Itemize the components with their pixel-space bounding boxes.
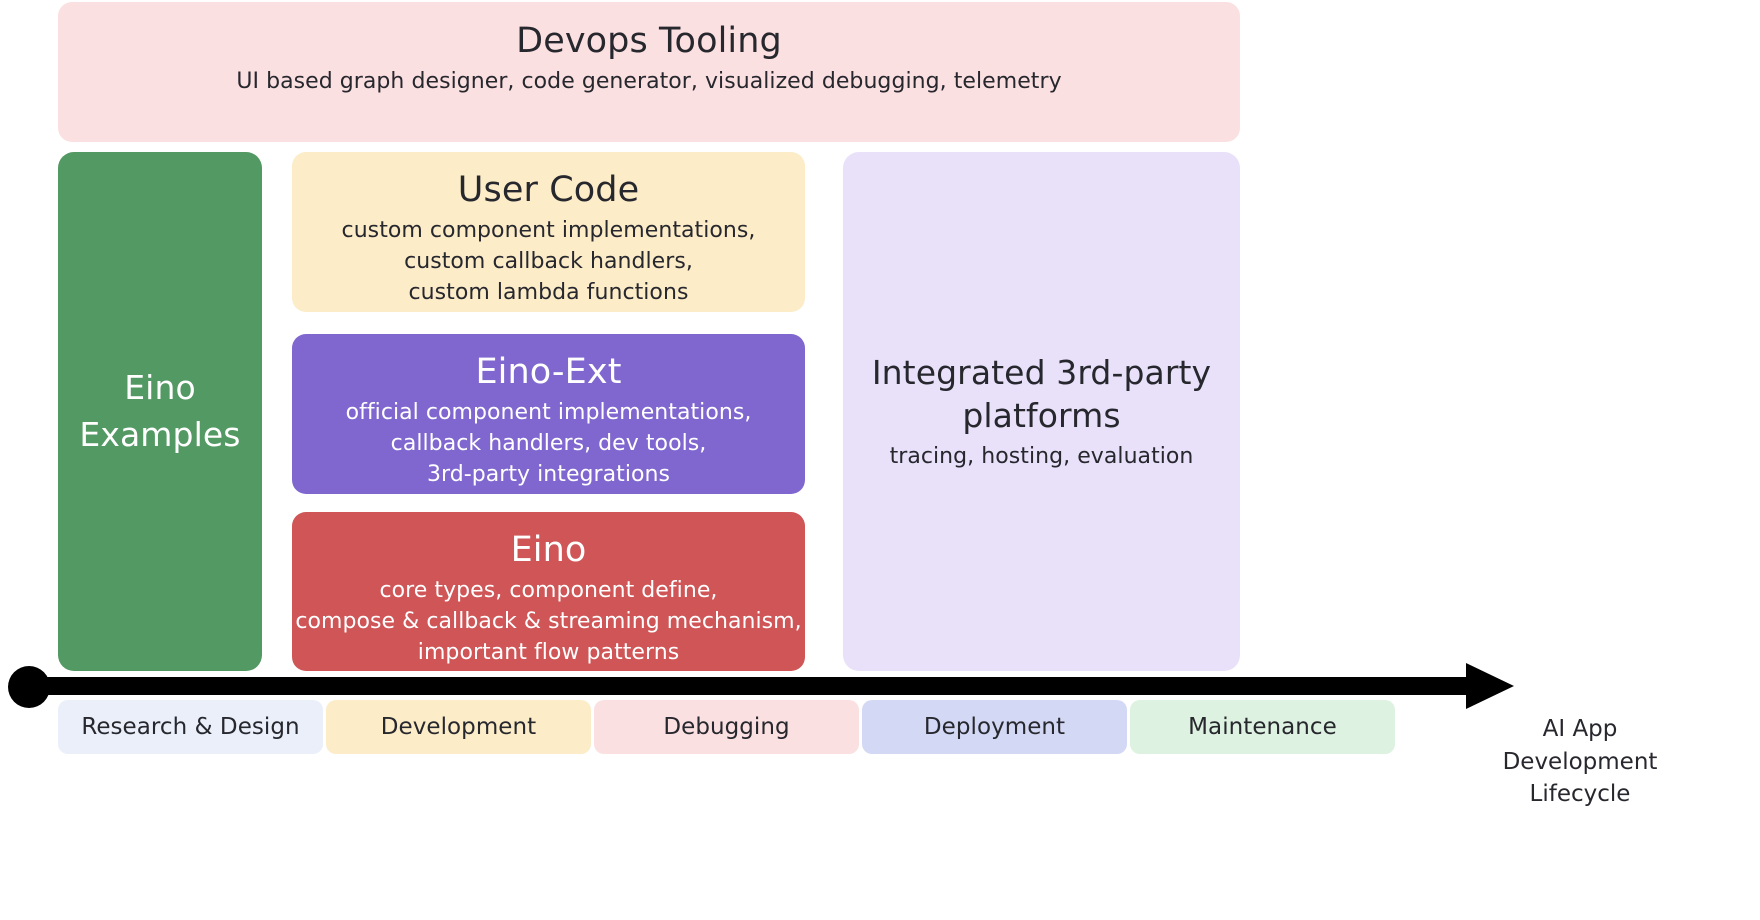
eino-ext-line-1: official component implementations,: [345, 399, 752, 425]
devops-tooling-banner: Devops Tooling UI based graph designer, …: [58, 2, 1240, 142]
lifecycle-stage-research-design: Research & Design: [58, 700, 323, 754]
eino-core-card: Eino core types, component define, compo…: [292, 512, 805, 671]
lifecycle-stage-label: Maintenance: [1188, 714, 1337, 740]
user-code-line-3: custom lambda functions: [408, 280, 689, 306]
lifecycle-stage-debugging: Debugging: [594, 700, 859, 754]
axis-label-line-3: Lifecycle: [1529, 781, 1631, 808]
lifecycle-stage-bar: Research & Design Development Debugging …: [58, 700, 1398, 754]
lifecycle-stage-label: Deployment: [923, 714, 1066, 740]
user-code-line-2: custom callback handlers,: [404, 248, 693, 274]
lifecycle-stage-deployment: Deployment: [862, 700, 1127, 754]
user-code-title: User Code: [457, 170, 640, 210]
eino-examples-title-line1: Eino: [124, 367, 196, 407]
lifecycle-axis-label: AI App Development Lifecycle: [1404, 713, 1756, 811]
lifecycle-stage-development: Development: [326, 700, 591, 754]
eino-ext-line-2: callback handlers, dev tools,: [390, 430, 707, 456]
third-party-title-line2: platforms: [962, 396, 1121, 436]
lifecycle-stage-label: Development: [380, 714, 537, 740]
timeline-arrowhead-icon: [1466, 663, 1514, 709]
third-party-title-line1: Integrated 3rd-party: [871, 352, 1212, 392]
eino-core-title: Eino: [510, 530, 587, 570]
eino-ext-line-3: 3rd-party integrations: [426, 462, 671, 488]
eino-ext-title: Eino-Ext: [475, 352, 622, 392]
eino-ext-card: Eino-Ext official component implementati…: [292, 334, 805, 494]
third-party-subtitle: tracing, hosting, evaluation: [889, 443, 1194, 469]
lifecycle-stage-label: Research & Design: [81, 714, 300, 740]
user-code-line-1: custom component implementations,: [341, 217, 756, 243]
lifecycle-stage-maintenance: Maintenance: [1130, 700, 1395, 754]
timeline-axis-line: [28, 677, 1488, 695]
eino-core-line-3: important flow patterns: [417, 640, 680, 666]
eino-examples-block: Eino Examples: [58, 152, 262, 671]
axis-label-line-2: Development: [1502, 748, 1658, 775]
user-code-card: User Code custom component implementatio…: [292, 152, 805, 312]
lifecycle-stage-label: Debugging: [663, 714, 790, 740]
third-party-platforms-panel: Integrated 3rd-party platforms tracing, …: [843, 152, 1240, 671]
eino-examples-title-line2: Examples: [79, 414, 241, 454]
eino-core-line-2: compose & callback & streaming mechanism…: [295, 608, 802, 634]
devops-tooling-title: Devops Tooling: [516, 21, 782, 61]
eino-core-line-1: core types, component define,: [379, 577, 718, 603]
axis-label-line-1: AI App: [1542, 716, 1618, 742]
devops-tooling-subtitle: UI based graph designer, code generator,…: [236, 68, 1062, 94]
